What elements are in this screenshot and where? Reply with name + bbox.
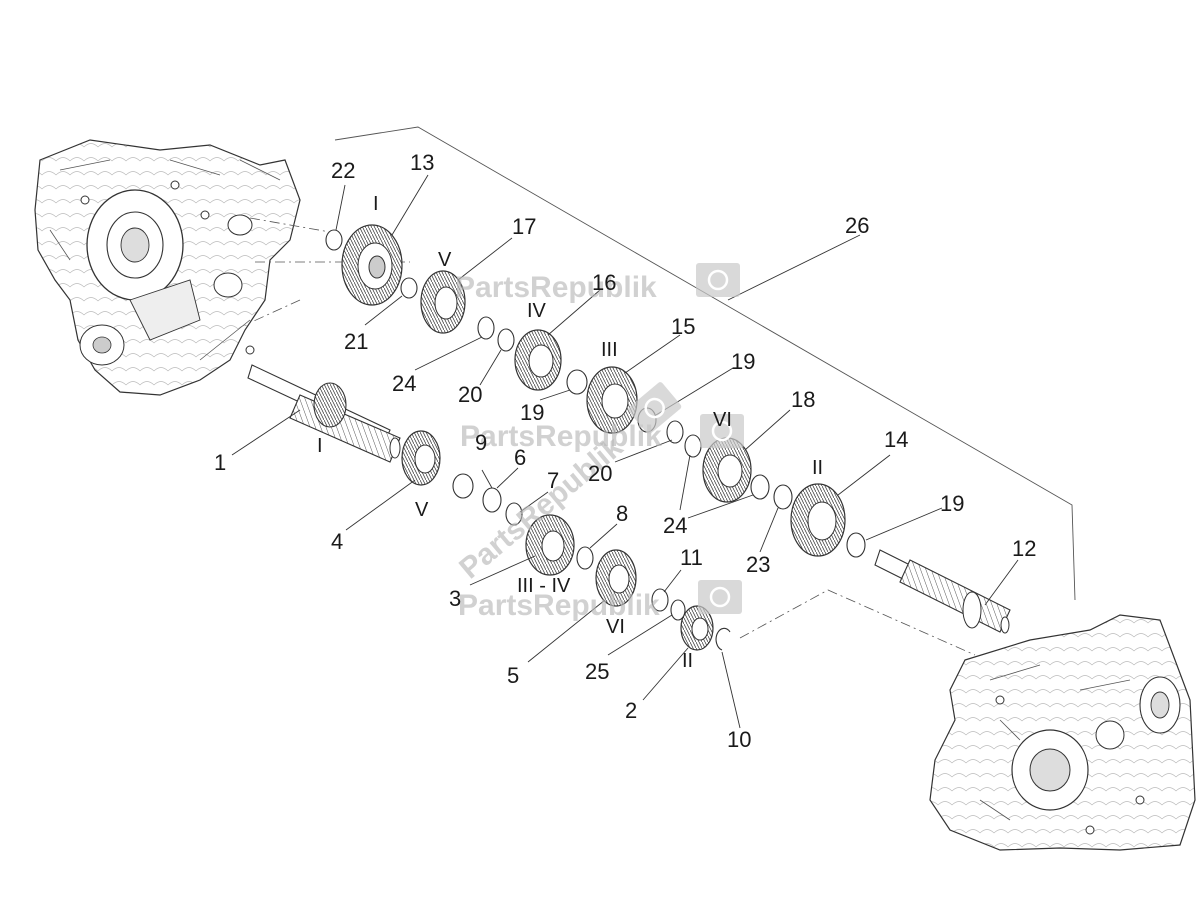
gear-logo-icon <box>644 397 665 419</box>
main-shaft <box>247 364 401 463</box>
callout-15: 15 <box>671 314 695 339</box>
ring-23 <box>773 484 793 510</box>
bushing-19-top <box>566 369 588 395</box>
ring-25 <box>670 599 686 621</box>
leader-lines <box>231 174 1019 729</box>
callout-6: 6 <box>514 445 526 470</box>
gear-15 <box>586 366 638 434</box>
gear-label-V-top: V <box>438 249 452 271</box>
callout-24-a: 24 <box>392 371 416 396</box>
left-crankcase-half <box>34 139 301 396</box>
gear-4 <box>401 430 441 486</box>
right-crankcase-half <box>929 614 1196 851</box>
circlip-10 <box>715 627 731 651</box>
gear-label-III: III <box>601 339 618 361</box>
callout-8: 8 <box>616 501 628 526</box>
gear-13 <box>341 224 403 306</box>
bushing-9 <box>452 473 474 499</box>
gear-2 <box>680 605 714 651</box>
gear-logo-icon <box>709 586 731 608</box>
watermark-brand-text: PartsRepublik <box>460 420 662 453</box>
gear-17 <box>420 270 466 334</box>
callout-19-b: 19 <box>731 349 755 374</box>
callout-25: 25 <box>585 659 609 684</box>
callout-17: 17 <box>512 214 536 239</box>
callout-20-b: 20 <box>588 461 612 486</box>
ring-24-top <box>477 316 495 340</box>
ring-21 <box>400 277 418 299</box>
ring-7 <box>505 502 523 526</box>
callout-numbers: 1 2 3 4 5 6 7 8 9 10 11 12 13 14 15 16 1… <box>214 150 1036 752</box>
gear-label-V-lower: V <box>415 499 429 521</box>
callout-19-c: 19 <box>940 491 964 516</box>
gear-label-VI-lower: VI <box>606 616 625 638</box>
watermark-brand-text: PartsRepublik <box>455 271 657 304</box>
callout-16: 16 <box>592 270 616 295</box>
gear-16 <box>514 329 562 391</box>
callout-5: 5 <box>507 663 519 688</box>
callout-22: 22 <box>331 158 355 183</box>
ring-8 <box>576 546 594 570</box>
callout-9: 9 <box>475 430 487 455</box>
gear-label-VI-top: VI <box>713 409 732 431</box>
gear-14 <box>790 483 846 557</box>
callout-19-a: 19 <box>520 400 544 425</box>
callout-14: 14 <box>884 427 908 452</box>
callout-26: 26 <box>845 213 869 238</box>
callout-24-b: 24 <box>663 513 687 538</box>
gear-5 <box>595 549 637 607</box>
callout-13: 13 <box>410 150 434 175</box>
callout-21: 21 <box>344 329 368 354</box>
ring-20-right <box>666 420 684 444</box>
callout-11: 11 <box>680 545 703 570</box>
ring-11 <box>651 588 669 612</box>
gear-label-II-lower: II <box>682 650 693 672</box>
watermark-brand-text: PartsRepublik <box>458 589 660 622</box>
callout-12: 12 <box>1012 536 1036 561</box>
washer-22 <box>325 229 343 251</box>
gear-3 <box>525 514 575 576</box>
callout-3: 3 <box>449 586 461 611</box>
watermark-bottom: PartsRepublik <box>458 580 742 622</box>
watermark-top: PartsRepublik <box>455 263 740 304</box>
gear-label-I-shaft: I <box>317 435 323 457</box>
gear-label-I-top: I <box>373 193 379 215</box>
watermark-middle: PartsRepublik <box>460 414 744 453</box>
gear-label-II-top: II <box>812 457 823 479</box>
ring-6 <box>482 487 502 513</box>
lay-shaft <box>874 549 1011 634</box>
callout-20-a: 20 <box>458 382 482 407</box>
callout-2: 2 <box>625 698 637 723</box>
ring-24-right <box>684 434 702 458</box>
gear-label-III-IV: III - IV <box>517 575 571 597</box>
ring-20-top <box>497 328 515 352</box>
gear-logo-icon <box>707 269 729 291</box>
gear-logo-icon <box>711 420 733 442</box>
callout-23: 23 <box>746 552 770 577</box>
ring-24-lower <box>750 474 770 500</box>
bushing-19-right <box>846 532 866 558</box>
gear-ratio-labels: I V IV III VI II I V III - IV VI II <box>317 193 823 672</box>
gear-18 <box>702 437 752 503</box>
callout-18: 18 <box>791 387 815 412</box>
gear-label-IV: IV <box>527 300 547 322</box>
callout-7: 7 <box>547 468 559 493</box>
callout-4: 4 <box>331 529 343 554</box>
callout-1: 1 <box>214 450 226 475</box>
callout-10: 10 <box>727 727 751 752</box>
